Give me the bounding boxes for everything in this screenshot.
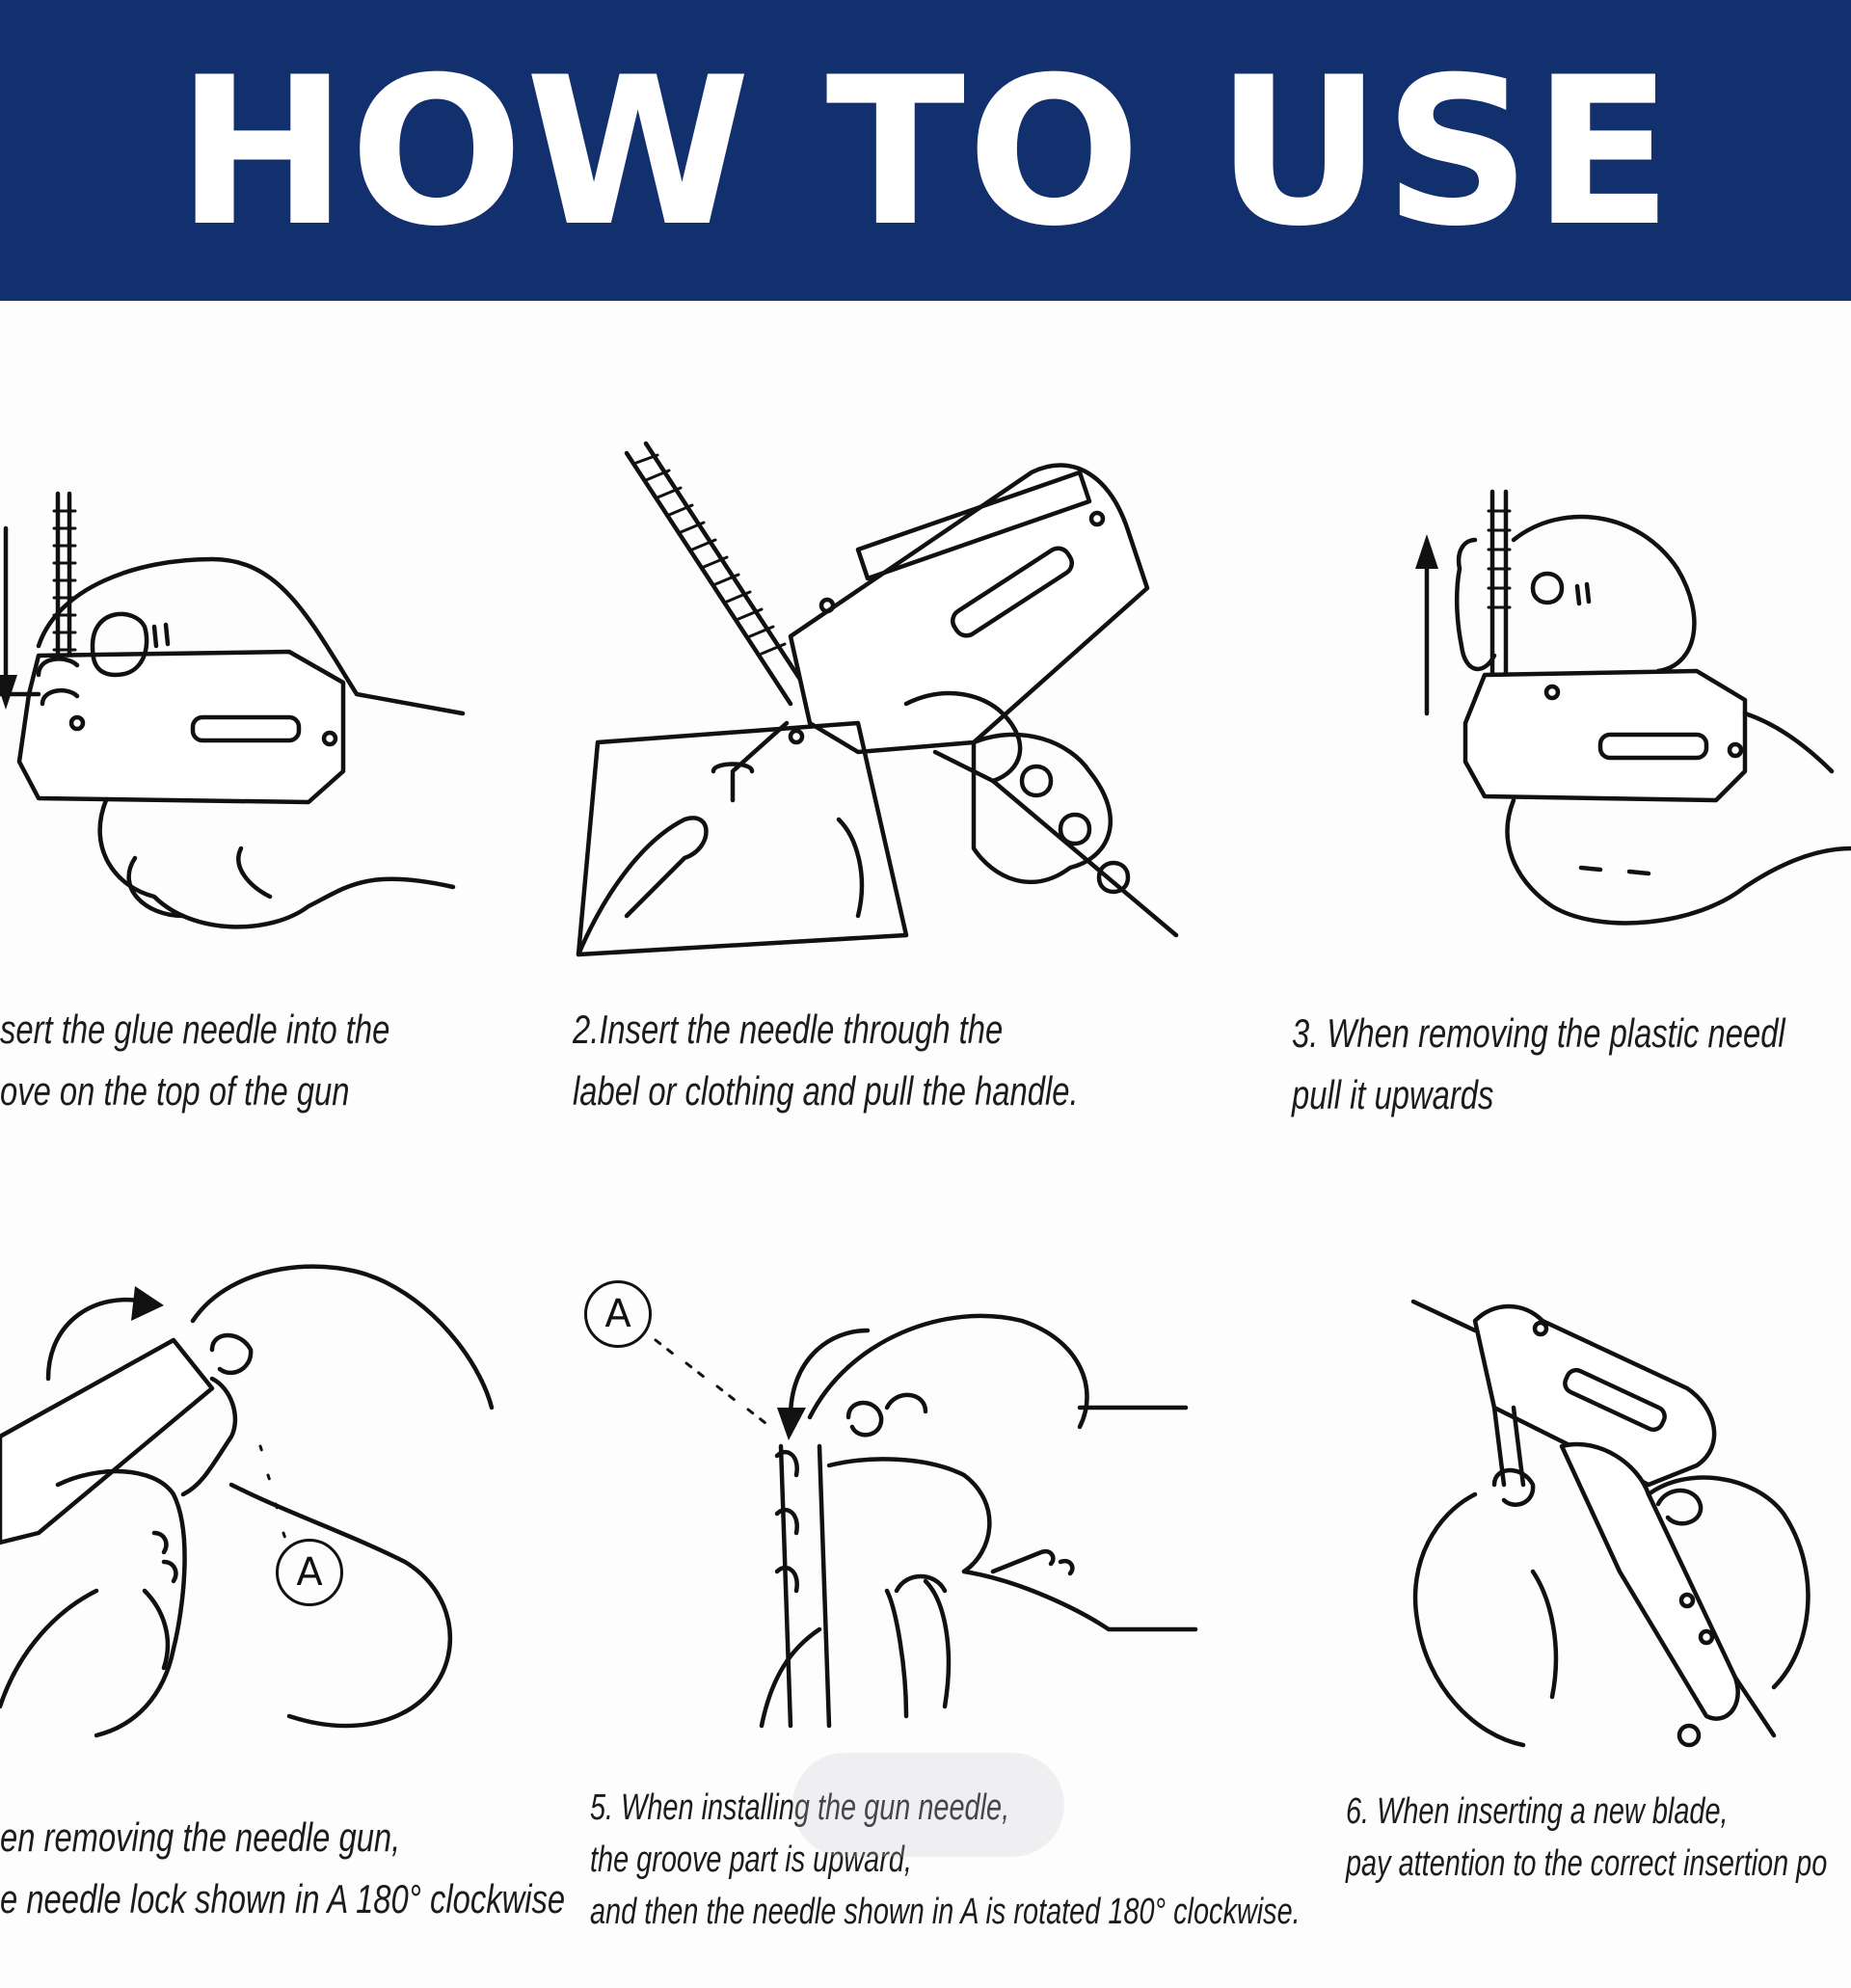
- page-title: HOW TO USE: [176, 33, 1675, 271]
- step-5-caption: 5. When installing the gun needle, the g…: [590, 1787, 1301, 1932]
- step-3-illustration: [1408, 482, 1851, 964]
- callout-a-step5: A: [584, 1280, 652, 1348]
- header-banner: HOW TO USE: [0, 0, 1851, 301]
- up-arrow-icon: [1415, 534, 1438, 716]
- step-2-caption: 2.Insert the needle through the label or…: [573, 1007, 1079, 1114]
- callout-a-step4: A: [276, 1539, 343, 1606]
- step-5-illustration: A: [578, 1263, 1205, 1764]
- step-6-illustration: [1330, 1282, 1832, 1755]
- step-3-caption: 3. When removing the plastic needl pull …: [1292, 1010, 1785, 1117]
- step-1-caption: sert the glue needle into the ove on the…: [0, 1007, 390, 1114]
- rotate-arrow-icon: [45, 1286, 164, 1382]
- step-4-illustration: A: [0, 1244, 511, 1755]
- watermark-overlay: [792, 1753, 1064, 1857]
- step-4-caption: en removing the needle gun, e needle loc…: [0, 1814, 566, 1921]
- step-6-caption: 6. When inserting a new blade, pay atten…: [1346, 1791, 1828, 1884]
- step-2-illustration: [569, 434, 1186, 974]
- step-1-illustration: [0, 482, 482, 964]
- down-arrow-icon: [0, 525, 17, 710]
- rotate-arrow-icon: [777, 1328, 871, 1440]
